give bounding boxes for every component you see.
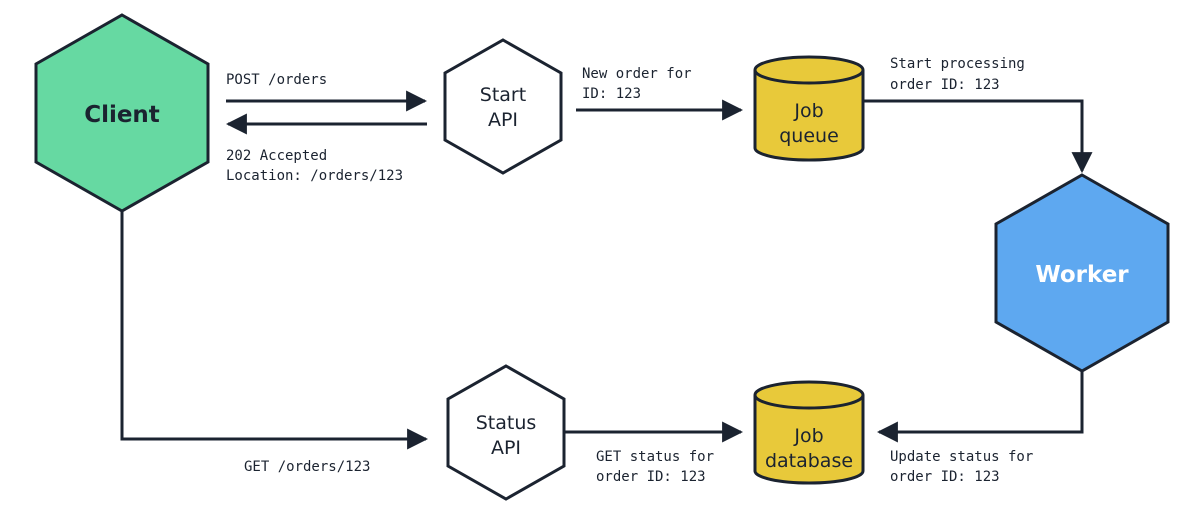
job-database-label-line2: database — [765, 450, 853, 472]
worker-hexagon — [994, 173, 1170, 373]
status-api-label-line1: Status — [476, 412, 537, 434]
worker-label: Worker — [1035, 262, 1129, 288]
label-post-orders: POST /orders — [226, 72, 327, 88]
label-update-status-line1: Update status for — [890, 449, 1033, 465]
job-database-label-line1: Job — [793, 425, 823, 447]
label-update-status-line2: order ID: 123 — [890, 469, 1000, 485]
start-api-label-line2: API — [488, 109, 518, 131]
label-get-status-line1: GET status for — [596, 449, 714, 465]
label-accepted-line2: Location: /orders/123 — [226, 168, 403, 184]
start-api-label-line1: Start — [480, 84, 526, 106]
job-queue-node: Job queue — [753, 55, 865, 162]
client-node: Client — [34, 13, 210, 213]
edge-start-processing — [864, 99, 1093, 174]
job-database-node: Job database — [753, 380, 865, 485]
label-accepted-line1: 202 Accepted — [226, 148, 327, 164]
label-get-orders: GET /orders/123 — [244, 459, 370, 475]
client-hexagon — [34, 13, 210, 213]
job-database-cylinder-body — [753, 395, 865, 485]
label-new-order-line2: ID: 123 — [582, 86, 641, 102]
start-api-hexagon — [443, 38, 563, 175]
label-start-processing-line2: order ID: 123 — [890, 77, 1000, 93]
job-queue-cylinder-top — [753, 55, 865, 85]
start-api-node: Start API — [443, 38, 563, 175]
job-queue-label-line2: queue — [779, 125, 839, 147]
edges — [120, 90, 1093, 450]
edge-get-orders — [120, 212, 429, 450]
label-new-order-line1: New order for — [582, 66, 692, 82]
worker-node: Worker — [994, 173, 1170, 373]
job-database-cylinder-top — [753, 380, 865, 410]
label-get-status-line2: order ID: 123 — [596, 469, 706, 485]
edge-update-status — [876, 372, 1084, 443]
status-api-label-line2: API — [491, 437, 521, 459]
job-queue-label-line1: Job — [793, 100, 823, 122]
status-api-hexagon — [446, 364, 566, 501]
client-label: Client — [84, 102, 160, 128]
status-api-node: Status API — [446, 364, 566, 501]
job-queue-cylinder-body — [753, 70, 865, 162]
edge-labels: POST /orders 202 Accepted Location: /ord… — [226, 56, 1033, 485]
label-start-processing-line1: Start processing — [890, 56, 1025, 72]
